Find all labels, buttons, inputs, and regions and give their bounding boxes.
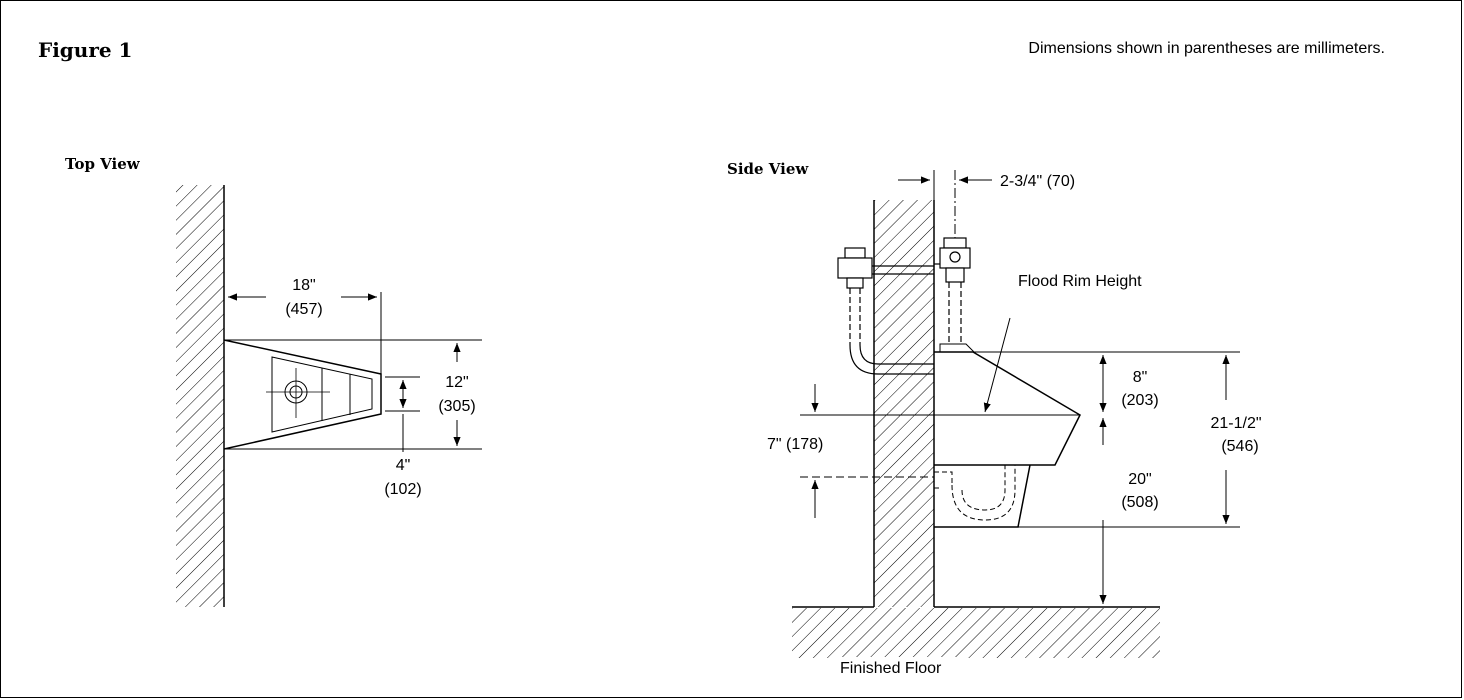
top-wall-hatch [176,185,224,607]
rim-top-dim-inches: 8" [1133,369,1148,386]
supply-dim: 7" (178) [767,436,823,453]
floor-label-bg [836,657,960,679]
rim-top-dim-mm: (203) [1121,392,1158,409]
flood-rim-leader [983,317,1011,413]
drain-dim-inches: 4" [396,457,411,474]
overall-dim-mm: (546) [1221,438,1258,455]
valve-offset-dim: 2-3/4" (70) [1000,173,1075,190]
drain-dim-mm: (102) [384,481,421,498]
rim-floor-dim-mm: (508) [1121,494,1158,511]
side-view-title: Side View [727,160,809,178]
overall-dim-inches: 21-1/2" [1210,415,1261,432]
width-dim-mm: (457) [285,301,322,318]
width-dim-inches: 18" [292,277,315,294]
floor-hatch [792,608,1160,658]
top-view-drawing: 18" (457) 12" (305) 4" (102) [176,185,482,607]
sink-bowl-outline [271,356,373,433]
spud-connection [939,343,975,353]
p-trap [934,465,1016,521]
side-view-drawing: Finished Floor 2-3/4" (70) [767,170,1262,679]
left-flush-valve [837,247,934,375]
top-view-title: Top View [65,155,140,173]
flood-rim-label: Flood Rim Height [1018,273,1142,290]
rim-floor-dim-inches: 20" [1128,471,1151,488]
depth-dim-inches: 12" [445,374,468,391]
side-wall-hatch [874,200,934,607]
depth-dim-mm: (305) [438,398,475,415]
figure-title: Figure 1 [38,38,133,62]
sink-side-outline [934,351,1081,466]
units-note: Dimensions shown in parentheses are mill… [1028,40,1385,57]
sink-pedestal [934,464,1031,528]
floor-label: Finished Floor [840,660,942,677]
sink-top-outline [223,339,382,450]
front-flush-valve [934,237,971,345]
